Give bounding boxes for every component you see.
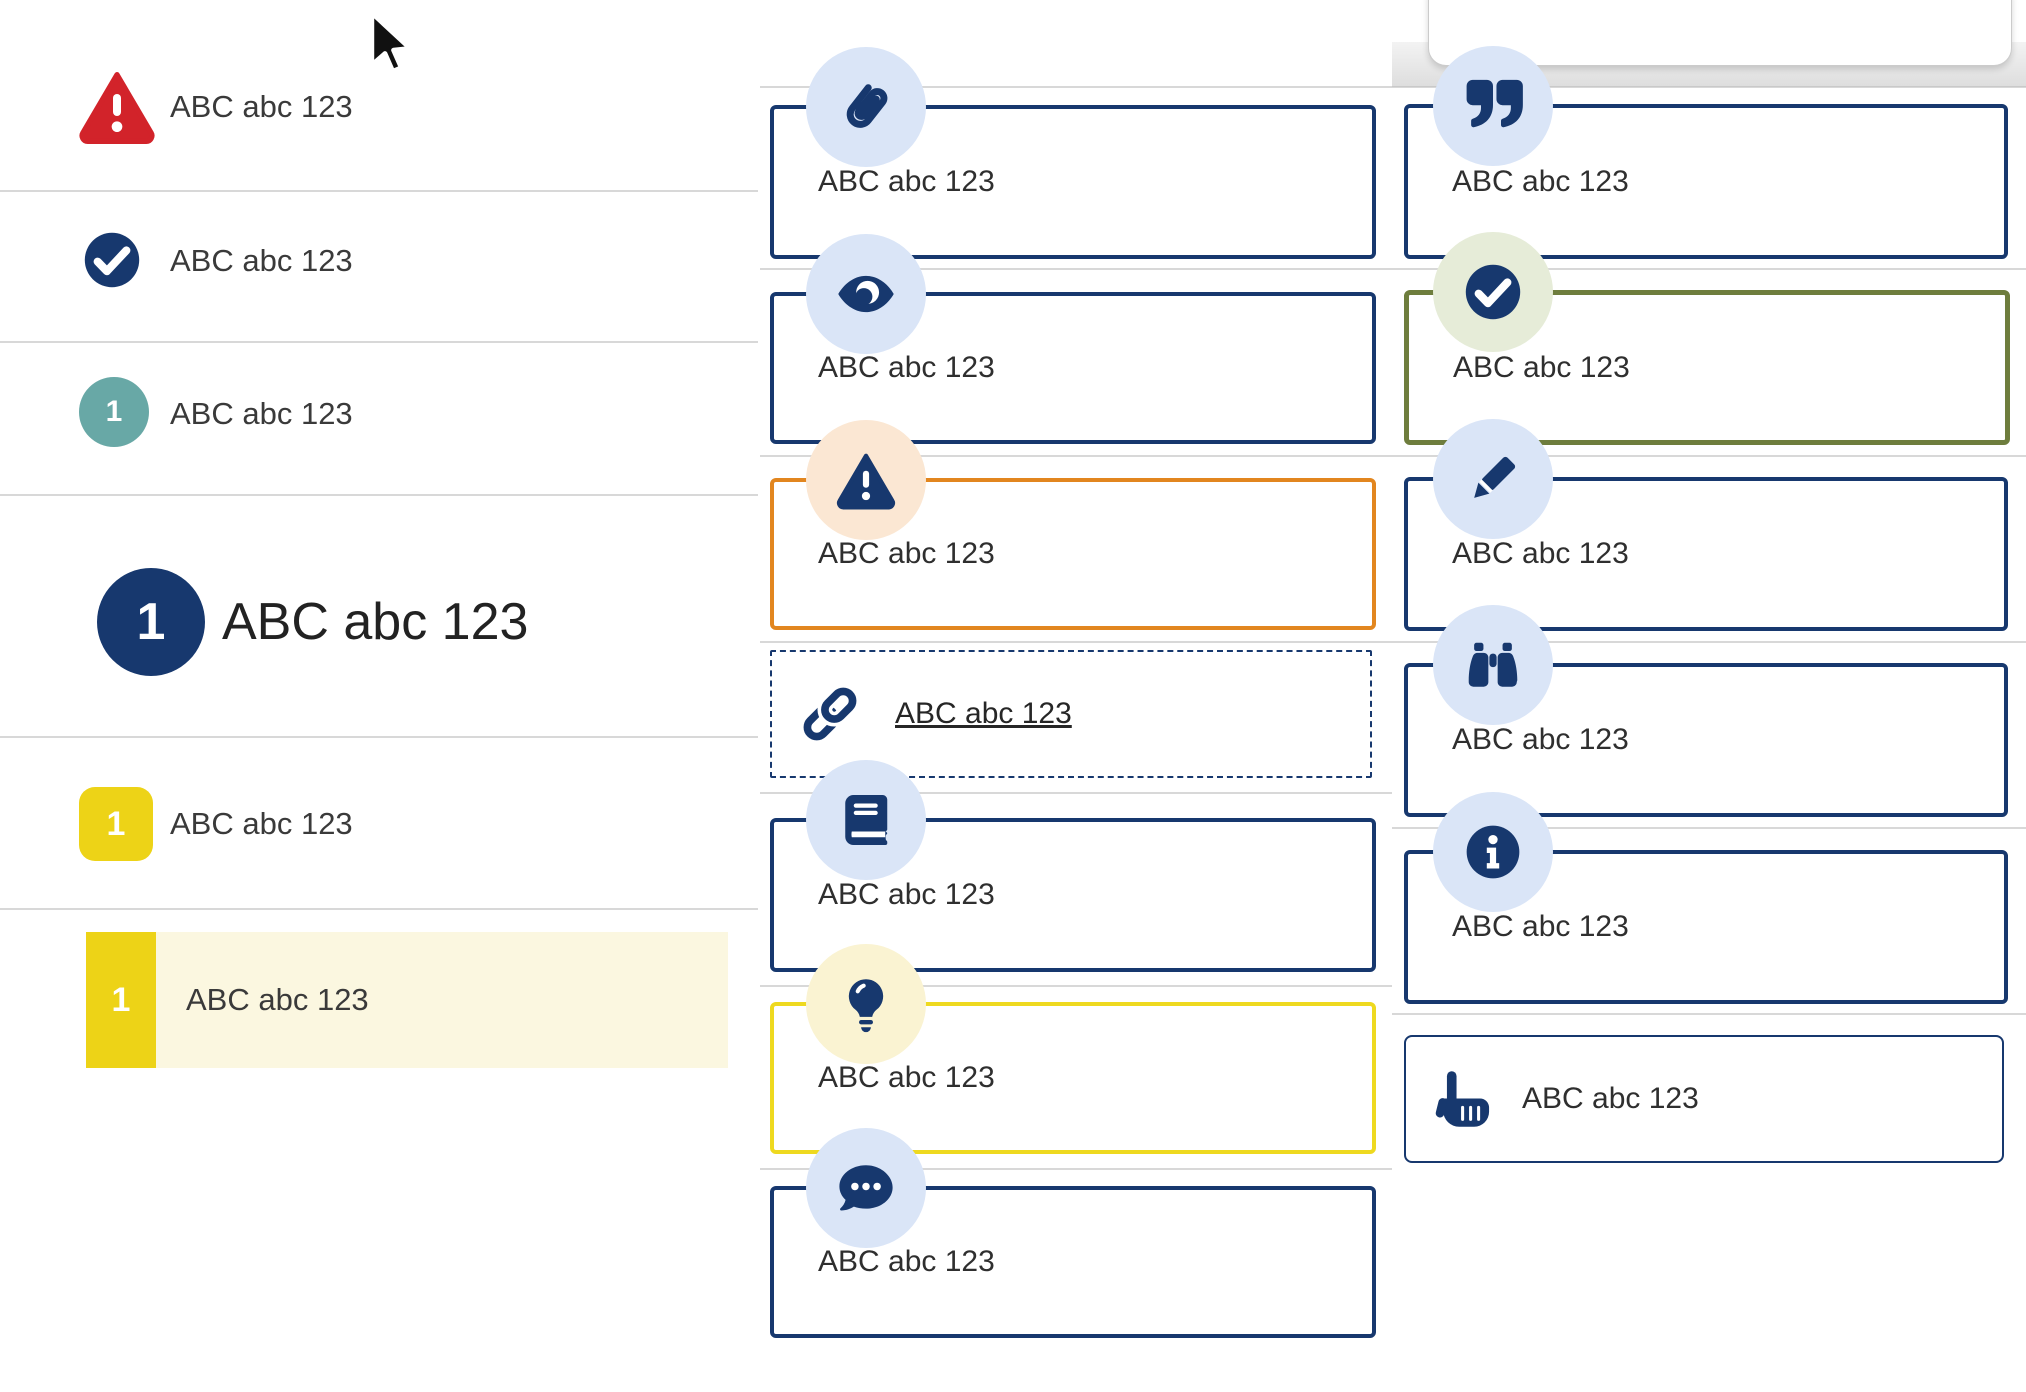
quote-icon xyxy=(1433,46,1553,166)
check-circle-icon xyxy=(80,228,144,292)
card-label: ABC abc 123 xyxy=(818,878,995,911)
card-label: ABC abc 123 xyxy=(1452,723,1629,756)
link-card[interactable]: ABC abc 123 xyxy=(770,650,1372,778)
divider xyxy=(0,736,758,738)
card-label: ABC abc 123 xyxy=(1452,164,1629,198)
divider xyxy=(760,86,2026,88)
binoculars-icon xyxy=(1433,605,1553,725)
list-item-label: ABC abc 123 xyxy=(186,982,369,1017)
number-badge-large: 1 xyxy=(97,568,205,676)
link-icon xyxy=(797,681,863,747)
card-label: ABC abc 123 xyxy=(818,1061,995,1094)
card-label: ABC abc 123 xyxy=(1522,1082,1699,1115)
divider xyxy=(760,985,1392,987)
callout-card-attachment: ABC abc 123 xyxy=(770,105,1376,259)
link-label[interactable]: ABC abc 123 xyxy=(895,697,1072,730)
divider xyxy=(760,792,1392,794)
list-item-label: ABC abc 123 xyxy=(170,396,353,431)
warning-triangle-icon xyxy=(73,66,161,146)
number-badge-yellow: 1 xyxy=(79,787,153,861)
divider xyxy=(760,641,2026,643)
divider xyxy=(0,341,758,343)
chat-icon xyxy=(806,1128,926,1248)
divider xyxy=(0,190,758,192)
divider xyxy=(0,908,758,910)
list-item-label: ABC abc 123 xyxy=(170,806,353,841)
card-label: ABC abc 123 xyxy=(1452,537,1629,570)
list-item-label: ABC abc 123 xyxy=(170,89,353,124)
card-label: ABC abc 123 xyxy=(1452,910,1629,943)
callout-card-warning: ABC abc 123 xyxy=(770,478,1376,630)
card-label: ABC abc 123 xyxy=(818,351,995,384)
warning-icon xyxy=(806,420,926,540)
eye-icon xyxy=(806,234,926,354)
book-icon xyxy=(806,760,926,880)
number-bar-yellow: 1 xyxy=(86,932,156,1068)
list-item-highlighted[interactable]: 1 ABC abc 123 xyxy=(86,932,728,1068)
card-label: ABC abc 123 xyxy=(818,1245,995,1278)
card-label: ABC abc 123 xyxy=(1453,350,1630,384)
list-item-heading: ABC abc 123 xyxy=(222,593,529,651)
card-label: ABC abc 123 xyxy=(818,165,995,198)
number-badge: 1 xyxy=(79,377,149,447)
card-label: ABC abc 123 xyxy=(818,537,995,570)
paperclip-icon xyxy=(806,47,926,167)
list-item-label: ABC abc 123 xyxy=(170,243,353,278)
mouse-cursor-icon xyxy=(366,10,412,76)
lightbulb-icon xyxy=(806,944,926,1064)
pencil-icon xyxy=(1433,419,1553,539)
info-icon xyxy=(1433,792,1553,912)
divider xyxy=(760,1168,1392,1170)
divider xyxy=(760,268,2026,270)
divider xyxy=(1392,827,2026,829)
pointer-card[interactable]: ABC abc 123 xyxy=(1404,1035,2004,1163)
divider xyxy=(0,494,758,496)
hand-pointer-icon xyxy=(1432,1067,1496,1131)
check-icon xyxy=(1433,232,1553,352)
divider xyxy=(1392,1013,2026,1015)
divider xyxy=(760,455,2026,457)
